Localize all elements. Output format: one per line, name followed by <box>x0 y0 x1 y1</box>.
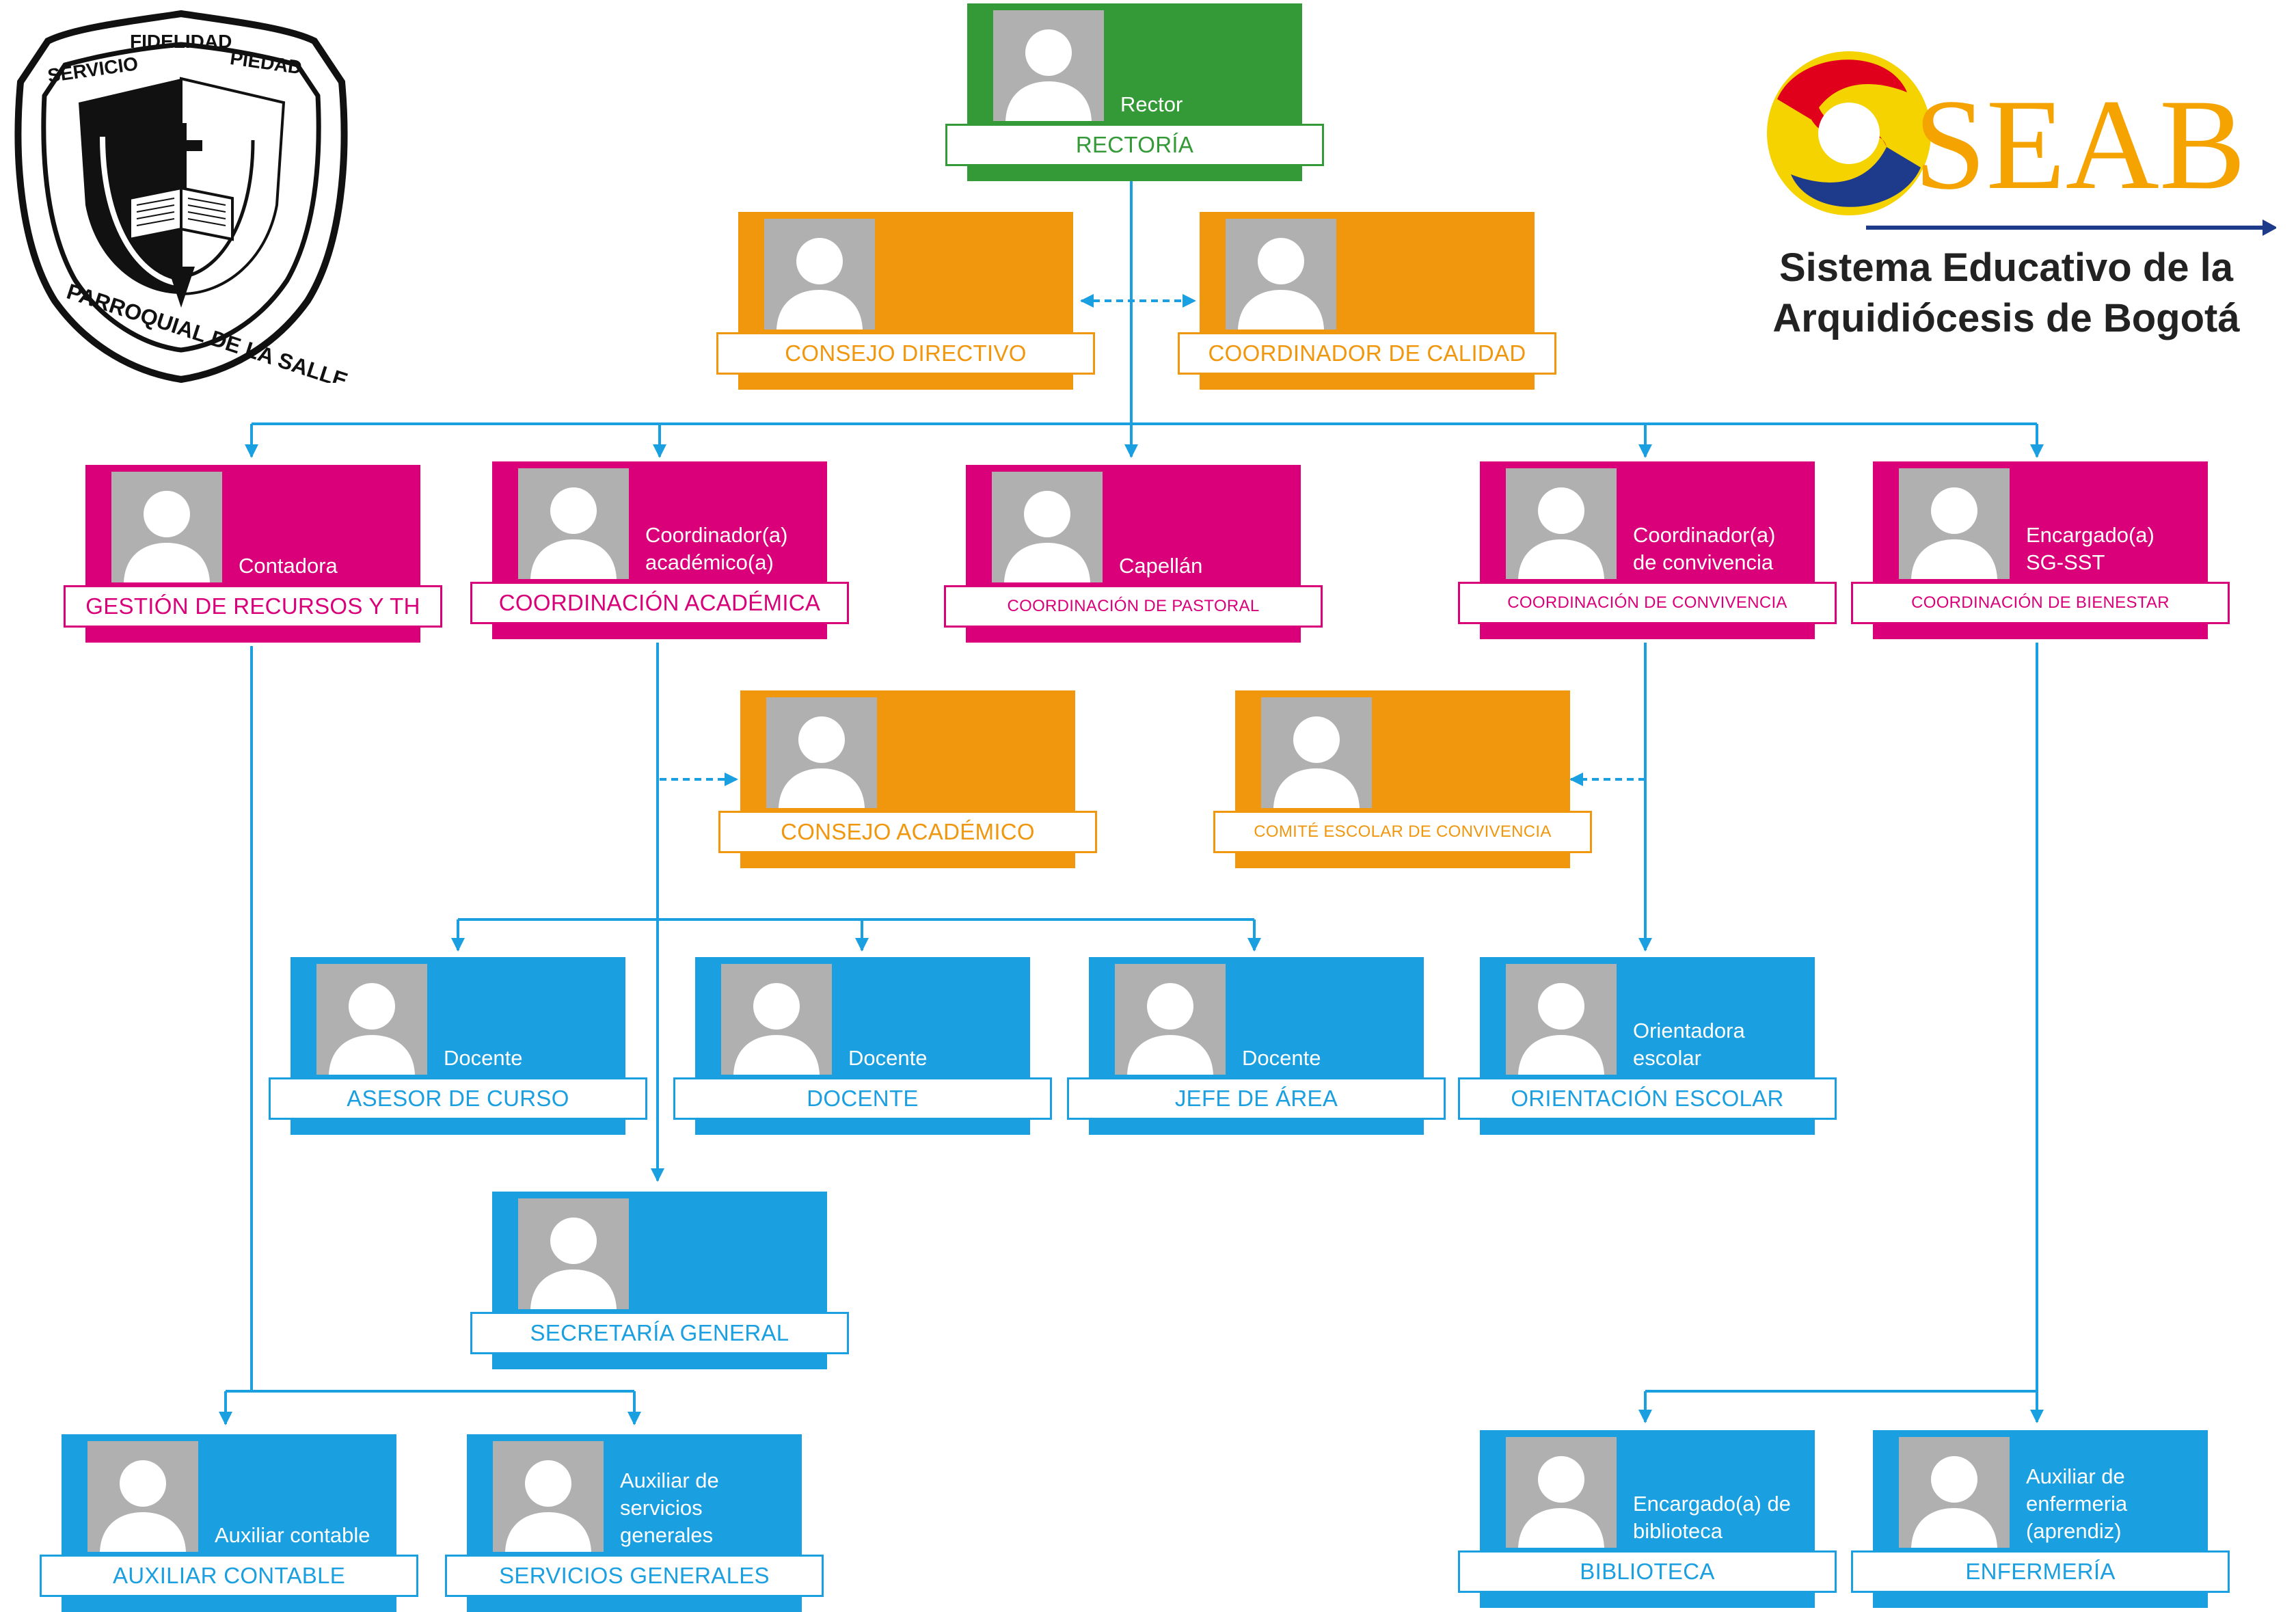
node-role: Coordinador(a) académico(a) <box>645 523 788 574</box>
node-coord-academica: Coordinador(a) académico(a) COORDINACIÓN… <box>470 461 849 639</box>
person-placeholder-icon <box>766 697 877 808</box>
node-photo <box>1261 697 1372 808</box>
node-label: COORDINACIÓN DE BIENESTAR <box>1851 582 2230 624</box>
node-label: COORDINACIÓN DE CONVIVENCIA <box>1458 582 1837 624</box>
node-photo <box>1506 964 1617 1075</box>
node-role: Auxiliar de enfermeria (aprendiz) <box>2026 1464 2128 1543</box>
node-photo <box>518 468 629 579</box>
node-comite-convivencia: COMITÉ ESCOLAR DE CONVIVENCIA <box>1213 690 1592 868</box>
node-consejo-directivo: CONSEJO DIRECTIVO <box>716 212 1095 390</box>
person-placeholder-icon <box>1506 468 1617 579</box>
node-photo <box>1226 219 1336 330</box>
node-label: AUXILIAR CONTABLE <box>40 1555 418 1597</box>
logo-word-fidelidad: FIDELIDAD <box>130 31 232 52</box>
person-placeholder-icon <box>1506 1437 1617 1548</box>
node-role: Rector <box>1120 92 1183 116</box>
node-label: JEFE DE ÁREA <box>1067 1077 1446 1120</box>
node-label: ASESOR DE CURSO <box>269 1077 647 1120</box>
node-photo <box>1506 1437 1617 1548</box>
node-consejo-academico: CONSEJO ACADÉMICO <box>718 690 1097 868</box>
person-placeholder-icon <box>993 10 1104 121</box>
person-placeholder-icon <box>1261 697 1372 808</box>
node-role: Auxiliar contable <box>215 1523 370 1547</box>
seab-line-2: Arquidiócesis de Bogotá <box>1772 296 2240 340</box>
node-label: SERVICIOS GENERALES <box>445 1555 824 1597</box>
node-label: COORDINACIÓN ACADÉMICA <box>470 582 849 624</box>
node-photo <box>518 1198 629 1309</box>
node-aux-contable: Auxiliar contable AUXILIAR CONTABLE <box>40 1434 418 1612</box>
node-label: BIBLIOTECA <box>1458 1550 1837 1593</box>
seab-wordmark: SEAB <box>1914 73 2246 217</box>
node-label: SECRETARÍA GENERAL <box>470 1312 849 1354</box>
person-placeholder-icon <box>316 964 427 1075</box>
person-placeholder-icon <box>721 964 832 1075</box>
node-enfermeria: Auxiliar de enfermeria (aprendiz) ENFERM… <box>1851 1430 2230 1608</box>
node-jefe-area: Docente JEFE DE ÁREA <box>1067 957 1446 1135</box>
person-placeholder-icon <box>764 219 875 330</box>
person-placeholder-icon <box>1506 964 1617 1075</box>
node-label: ORIENTACIÓN ESCOLAR <box>1458 1077 1837 1120</box>
node-coord-convivencia: Coordinador(a) de convivencia COORDINACI… <box>1458 461 1837 639</box>
node-photo <box>1115 964 1226 1075</box>
person-placeholder-icon <box>1115 964 1226 1075</box>
node-asesor-curso: Docente ASESOR DE CURSO <box>269 957 647 1135</box>
node-label: CONSEJO ACADÉMICO <box>718 811 1097 853</box>
person-placeholder-icon <box>111 472 222 582</box>
node-photo <box>993 10 1104 121</box>
person-placeholder-icon <box>518 1198 629 1309</box>
node-role: Capellán <box>1119 554 1203 578</box>
node-photo <box>764 219 875 330</box>
node-photo <box>1506 468 1617 579</box>
node-label: COMITÉ ESCOLAR DE CONVIVENCIA <box>1213 811 1592 853</box>
node-role: Encargado(a) SG-SST <box>2026 523 2155 574</box>
node-docente: Docente DOCENTE <box>673 957 1052 1135</box>
node-label: COORDINADOR DE CALIDAD <box>1178 332 1556 375</box>
person-placeholder-icon <box>992 472 1103 582</box>
seab-line-1: Sistema Educativo de la <box>1779 245 2234 290</box>
person-placeholder-icon <box>1226 219 1336 330</box>
node-label: CONSEJO DIRECTIVO <box>716 332 1095 375</box>
node-photo <box>1899 468 2010 579</box>
person-placeholder-icon <box>1899 468 2010 579</box>
node-photo <box>493 1441 604 1552</box>
node-biblioteca: Encargado(a) de biblioteca BIBLIOTECA <box>1458 1430 1837 1608</box>
node-role: Contadora <box>239 554 338 578</box>
node-gestion-recursos: Contadora GESTIÓN DE RECURSOS Y TH <box>64 465 442 643</box>
node-label: COORDINACIÓN DE PASTORAL <box>944 585 1323 628</box>
seab-emblem: SEAB <box>1767 51 2278 236</box>
seab-logo: SEAB Sistema Educativo de la Arquidióces… <box>1736 38 2278 352</box>
node-role: Coordinador(a) de convivencia <box>1633 523 1776 574</box>
node-coordinador-calidad: COORDINADOR DE CALIDAD <box>1178 212 1556 390</box>
node-photo <box>316 964 427 1075</box>
node-servicios-generales: Auxiliar de servicios generales SERVICIO… <box>445 1434 824 1612</box>
node-role: Encargado(a) de biblioteca <box>1633 1492 1791 1543</box>
node-role: Docente <box>1242 1046 1321 1070</box>
node-photo <box>111 472 222 582</box>
node-photo <box>992 472 1103 582</box>
node-orientacion: Orientadora escolar ORIENTACIÓN ESCOLAR <box>1458 957 1837 1135</box>
node-photo <box>721 964 832 1075</box>
node-role: Docente <box>444 1046 523 1070</box>
parroquial-la-salle-logo: SERVICIO FIDELIDAD PIEDAD PARROQUIAL DE … <box>14 10 351 383</box>
node-label: RECTORÍA <box>945 124 1324 166</box>
person-placeholder-icon <box>87 1441 198 1552</box>
node-coord-bienestar: Encargado(a) SG-SST COORDINACIÓN DE BIEN… <box>1851 461 2230 639</box>
node-role: Orientadora escolar <box>1633 1019 1745 1070</box>
node-label: GESTIÓN DE RECURSOS Y TH <box>64 585 442 628</box>
node-secretaria: SECRETARÍA GENERAL <box>470 1192 849 1369</box>
node-photo <box>87 1441 198 1552</box>
node-role: Auxiliar de servicios generales <box>620 1468 719 1547</box>
node-photo <box>1899 1437 2010 1548</box>
person-placeholder-icon <box>493 1441 604 1552</box>
node-coord-pastoral: Capellán COORDINACIÓN DE PASTORAL <box>944 465 1323 643</box>
person-placeholder-icon <box>1899 1437 2010 1548</box>
node-rectoria: Rector RECTORÍA <box>945 3 1324 181</box>
node-photo <box>766 697 877 808</box>
node-label: DOCENTE <box>673 1077 1052 1120</box>
node-role: Docente <box>848 1046 928 1070</box>
person-placeholder-icon <box>518 468 629 579</box>
node-label: ENFERMERÍA <box>1851 1550 2230 1593</box>
